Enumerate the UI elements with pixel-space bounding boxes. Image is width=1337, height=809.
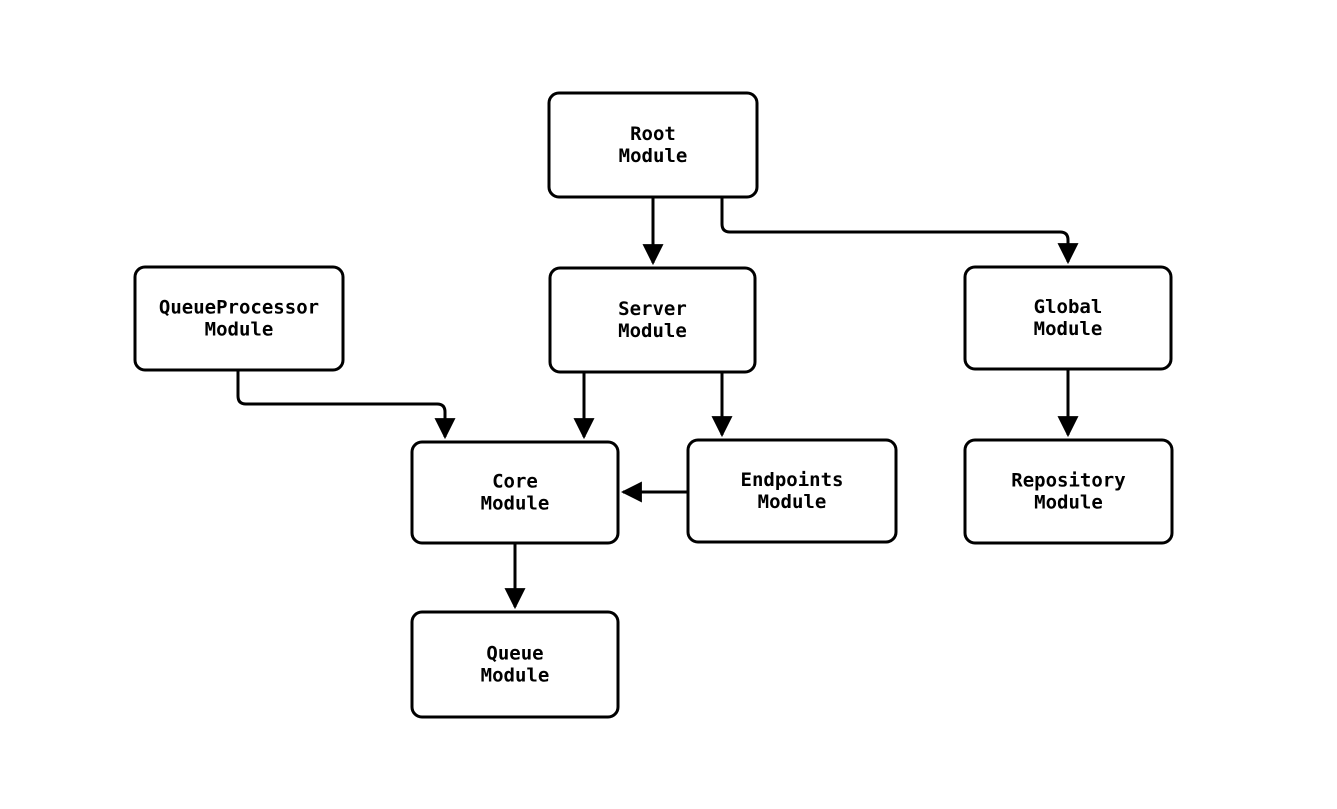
edge-root-module-to-global-module: [720, 197, 1079, 265]
node-label-line: Module: [1034, 318, 1103, 340]
node-label-line: Module: [758, 491, 827, 513]
node-label-line: Module: [619, 145, 688, 167]
node-label-line: Module: [618, 320, 687, 342]
node-label-line: QueueProcessor: [159, 297, 319, 319]
node-box: [410, 440, 620, 545]
node-label-line: Module: [205, 319, 274, 341]
node-label-line: Repository: [1011, 470, 1125, 492]
node-box: [547, 91, 759, 199]
node-label-line: Core: [492, 471, 538, 493]
node-label-line: Root: [630, 123, 676, 145]
node-label-line: Module: [481, 665, 550, 687]
node-box: [133, 265, 345, 372]
node-label-line: Queue: [486, 643, 543, 665]
node-label-line: Module: [481, 493, 550, 515]
node-label-line: Global: [1034, 296, 1103, 318]
node-box: [963, 265, 1173, 371]
node-label-line: Endpoints: [741, 469, 844, 491]
node-box: [410, 610, 620, 719]
node-label-line: Module: [1034, 492, 1103, 514]
node-box: [548, 266, 757, 374]
edge-queueprocessor-module-to-core-module: [236, 370, 456, 440]
node-box: [686, 438, 898, 544]
node-label-line: Server: [618, 298, 687, 320]
node-box: [963, 438, 1174, 545]
edges-layer: [236, 197, 1079, 610]
